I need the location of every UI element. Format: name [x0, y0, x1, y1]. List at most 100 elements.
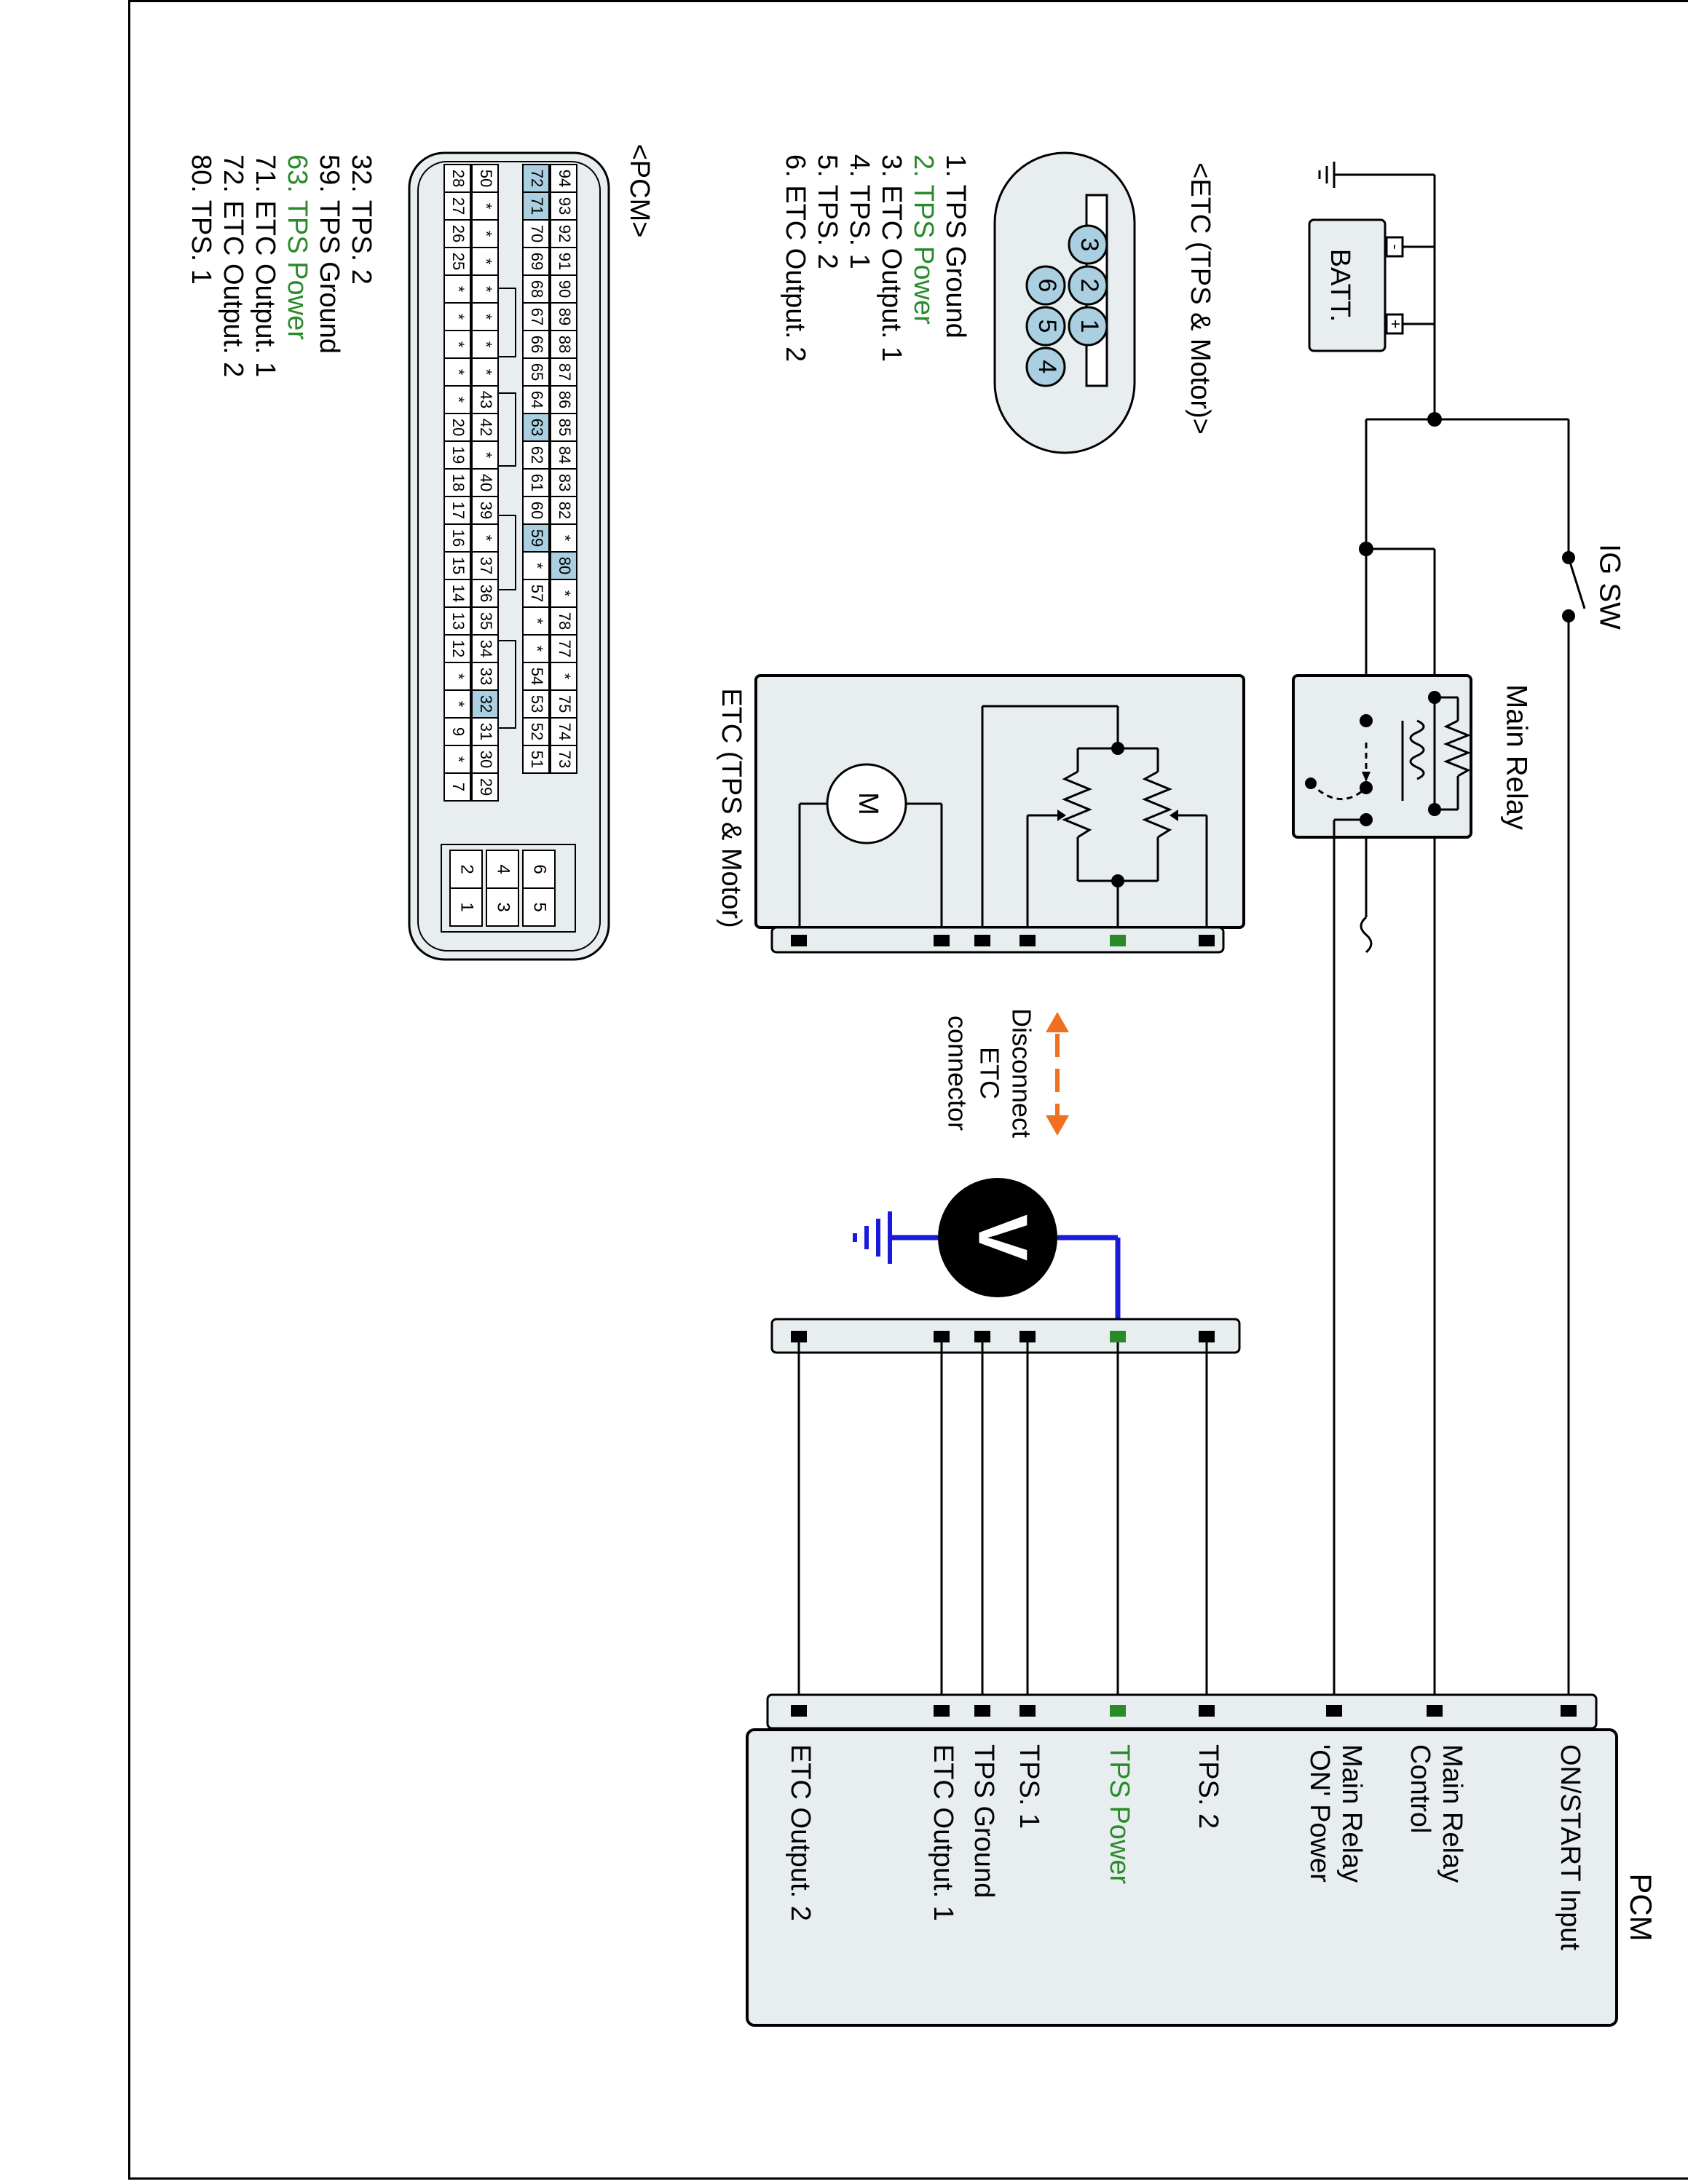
- main-relay: Main Relay: [1292, 419, 1532, 1711]
- pcm-connector-title: <PCM>: [624, 144, 655, 238]
- pcm-cell-label: 57: [528, 585, 546, 602]
- pcm-cell-label: 82: [556, 502, 574, 519]
- pcm-cell-label: 91: [556, 253, 574, 270]
- pcm-cell-label: 89: [556, 308, 574, 325]
- pcm-pin-label: Main Relay: [1437, 1744, 1467, 1883]
- pcm-cell-label: *: [477, 341, 495, 348]
- pcm-cell-label: 69: [528, 253, 546, 270]
- pcm-connector-face: <PCM> 94939291908988878685848382*80*7877…: [408, 144, 655, 961]
- pcm-cell: [550, 191, 577, 221]
- pcm-cell: [522, 274, 550, 304]
- etc-connector-title: <ETC (TPS & Motor)>: [1185, 162, 1215, 435]
- ig-sw-label: IG SW: [1593, 544, 1625, 630]
- pcm-cell-label: 50: [477, 170, 495, 187]
- page-frame: [128, 0, 1688, 2180]
- etc-legend-item: 2. TPS Power: [908, 154, 939, 325]
- pcm-cell: [471, 551, 499, 580]
- pcm-cell: [443, 247, 471, 276]
- pcm-cell: [471, 745, 499, 774]
- pcm-cell-label: 84: [556, 446, 574, 464]
- pcm-pin-label: ETC Output. 1: [928, 1744, 958, 1921]
- pcm-pin-label: TPS. 2: [1193, 1744, 1223, 1829]
- pcm-cell: [443, 191, 471, 221]
- pcm-aux-cell: [522, 850, 556, 889]
- pcm-cell: [522, 247, 550, 276]
- pcm-cell-label: 93: [556, 197, 574, 215]
- pcm-cell: [443, 302, 471, 331]
- voltmeter-ground-icon: [853, 1211, 892, 1264]
- pcm-cell-label: 31: [477, 723, 495, 740]
- pcm-cell-label: 66: [528, 336, 546, 353]
- pcm-aux-label: 5: [530, 902, 550, 911]
- pcm-cell-label: 9: [449, 727, 468, 736]
- pcm-cell-label: 67: [528, 308, 546, 325]
- pcm-cell: [522, 440, 550, 470]
- pcm-cell: [443, 468, 471, 497]
- pcm-legend-item: 59. TPS Ground: [314, 154, 344, 354]
- pcm-cell-label: 80: [556, 557, 574, 574]
- pcm-cell: [471, 606, 499, 636]
- etc-legend-item: 6. ETC Output. 2: [780, 154, 811, 362]
- pcm-cell: [522, 551, 550, 580]
- pcm-cell-label: 13: [449, 612, 468, 630]
- pcm-cell-label: 61: [528, 474, 546, 491]
- batt-neg-label: -: [1387, 244, 1405, 249]
- pcm-cell-label: 28: [449, 170, 468, 187]
- pcm-cell-label: 75: [556, 695, 574, 713]
- pcm-cell: [443, 717, 471, 746]
- etc-pin-number: 5: [1033, 320, 1061, 333]
- pcm-cell: [550, 164, 577, 193]
- pcm-cell-label: 37: [477, 557, 495, 574]
- pcm-cell-label: *: [528, 563, 546, 569]
- pcm-cell-label: *: [556, 673, 574, 680]
- pcm-cell-label: 51: [528, 751, 546, 768]
- pcm-cell: [471, 772, 499, 802]
- pcm-legend-item: 71. ETC Output. 1: [250, 154, 280, 377]
- pcm-cell-label: *: [477, 535, 495, 542]
- pcm-cell: [471, 385, 499, 414]
- pcm-cell: [471, 191, 499, 221]
- pcm-cell-label: 78: [556, 612, 574, 630]
- pcm-cell-label: 30: [477, 751, 495, 768]
- pcm-cell-label: 68: [528, 280, 546, 298]
- pcm-cell: [443, 164, 471, 193]
- pcm-cell: [522, 579, 550, 608]
- pcm-cell-label: 87: [556, 363, 574, 381]
- pcm-cell: [550, 662, 577, 691]
- pcm-pin-label: TPS. 1: [1014, 1744, 1044, 1829]
- disconnect-line3: connector: [942, 1016, 972, 1131]
- pcm-cell-label: 52: [528, 723, 546, 740]
- pcm-cell-label: 62: [528, 446, 546, 464]
- pcm-aux-label: 6: [530, 864, 550, 874]
- voltmeter: V: [853, 1178, 1121, 1331]
- pcm-cell: [550, 689, 577, 719]
- pcm-cell: [443, 523, 471, 553]
- pcm-cell: [443, 496, 471, 525]
- voltmeter-label: V: [964, 1214, 1042, 1261]
- pcm-pin-label: 'ON' Power: [1304, 1744, 1335, 1883]
- pcm-cell: [443, 634, 471, 663]
- pcm-aux-label: 4: [494, 864, 513, 874]
- pcm-cell-label: *: [477, 286, 495, 293]
- motor-label: M: [853, 792, 883, 815]
- pcm-cell: [471, 634, 499, 663]
- pcm-cell: [471, 717, 499, 746]
- etc-pin: [1068, 224, 1108, 265]
- pcm-aux-label: 2: [457, 864, 477, 874]
- pcm-pin-label: ETC Output. 2: [785, 1744, 816, 1921]
- pcm-cell: [550, 219, 577, 248]
- pcm-cell: [471, 164, 499, 193]
- pcm-legend-item: 72. ETC Output. 2: [218, 154, 248, 377]
- battery-ground-icon: [1318, 162, 1435, 188]
- pcm-cell: [443, 772, 471, 802]
- pcm-cell-label: 77: [556, 640, 574, 657]
- pcm-cell-label: 7: [449, 783, 468, 791]
- pcm-cell-label: 43: [477, 391, 495, 408]
- pcm-terminal: [791, 1705, 807, 1717]
- batt-pos-label: +: [1387, 320, 1405, 329]
- pcm-cell-label: *: [477, 258, 495, 265]
- etc-legend-item: 5. TPS. 2: [812, 154, 843, 269]
